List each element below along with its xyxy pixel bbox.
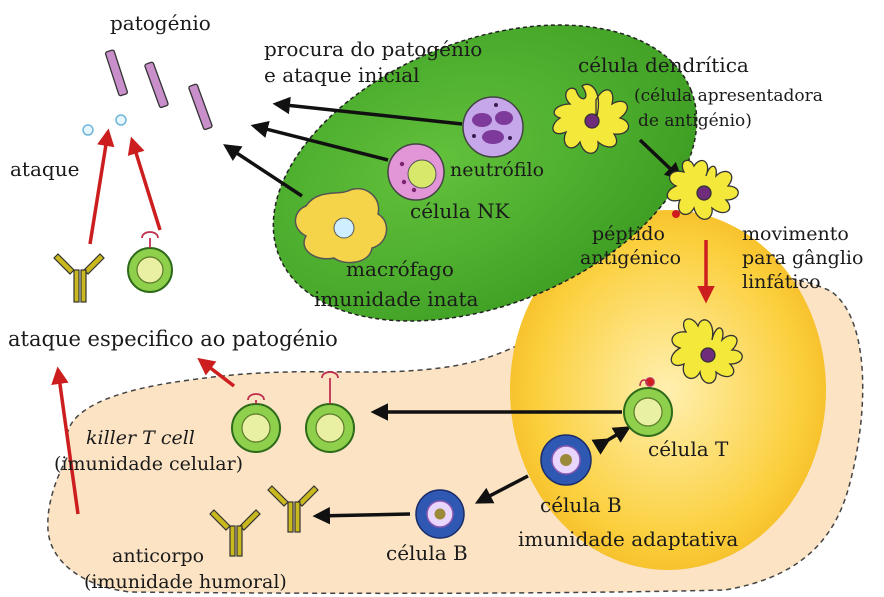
arrow-cell-attack [132,140,160,230]
pathogen-particle [83,125,93,135]
label-attack: ataque [10,157,79,181]
label-specific-attack: ataque especifico ao patogénio [8,327,338,351]
label-cellular: (imunidade celular) [54,453,243,475]
label-innate: imunidade inata [314,287,478,311]
label-nk-cell: célula NK [410,199,510,223]
nk-cell [388,144,444,200]
label-antibody: anticorpo [112,545,204,567]
arrow-antibody-attack [90,132,108,244]
label-neutrophil: neutrófilo [450,159,544,181]
label-search-1: procura do patogénio [264,37,482,61]
label-movement-2: para gânglio [742,247,863,269]
label-b-cell: célula B [386,541,468,565]
label-apc-1: (célula apresentadora [634,86,823,106]
label-apc-2: de antigénio) [638,111,752,131]
b-cell [416,490,464,538]
label-humoral: (imunidade humoral) [84,571,287,593]
label-movement-1: movimento [742,223,849,245]
label-search-2: e ataque inicial [264,63,420,87]
label-pathogen: patogénio [110,11,211,35]
label-peptide-1: péptido [592,223,665,245]
b-cell-activated [541,435,591,485]
label-peptide-2: antigénico [580,247,681,269]
attacking-t-cell [128,232,172,292]
label-killer-t: killer T cell [86,427,195,449]
pathogen-rod [188,84,212,130]
pathogen-rod [105,50,128,97]
arrow-bcell-to-antibody [316,514,410,516]
label-movement-3: linfático [742,271,821,293]
antigen-peptide [672,210,680,218]
neutrophil-cell [463,97,523,157]
antibody-top [54,254,104,302]
label-adaptive: imunidade adaptativa [518,527,738,551]
pathogen-rod [144,62,168,108]
label-dendritic: célula dendrítica [578,53,749,77]
pathogen-particle [116,115,126,125]
label-b-cell-activated: célula B [540,493,622,517]
label-t-cell: célula T [648,437,729,461]
label-macrophage: macrófago [346,257,454,281]
